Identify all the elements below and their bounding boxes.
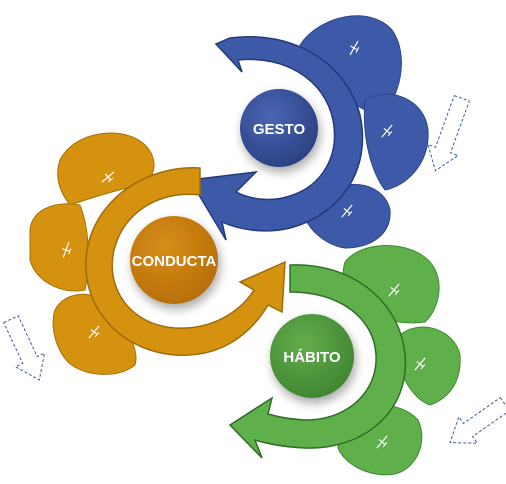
gesto-petal-2 bbox=[363, 93, 429, 191]
conducta-label: CONDUCTA bbox=[132, 253, 217, 270]
plus-minus-icon bbox=[376, 435, 388, 449]
habito-group: HÁBITO bbox=[228, 245, 461, 476]
plus-minus-icon bbox=[101, 171, 115, 183]
plus-minus-icon bbox=[388, 283, 400, 297]
conducta-petal-2 bbox=[29, 203, 89, 292]
plus-minus-icon bbox=[414, 357, 426, 371]
dashed-arrow-down-icon bbox=[427, 94, 470, 172]
gesto-node bbox=[240, 89, 318, 167]
plus-minus-icon bbox=[381, 124, 393, 138]
dashed-arrow-down-icon bbox=[449, 396, 506, 444]
plus-minus-icon bbox=[88, 325, 100, 339]
gesto-label: GESTO bbox=[253, 121, 306, 138]
dashed-arrow-down-icon bbox=[3, 315, 46, 381]
conducta-ring-arrow bbox=[85, 167, 286, 356]
conducta-node bbox=[130, 216, 218, 304]
habito-ring-arrow bbox=[228, 264, 407, 459]
habito-label: HÁBITO bbox=[283, 349, 341, 366]
habito-node bbox=[270, 314, 354, 398]
gesto-group: GESTO bbox=[188, 15, 429, 249]
gesto-ring-arrow bbox=[188, 36, 364, 241]
plus-minus-icon bbox=[349, 40, 360, 56]
conducta-group: CONDUCTA bbox=[29, 132, 286, 375]
habito-petal-2 bbox=[397, 326, 461, 406]
plus-minus-icon bbox=[341, 204, 353, 218]
plus-minus-icon bbox=[62, 242, 72, 258]
